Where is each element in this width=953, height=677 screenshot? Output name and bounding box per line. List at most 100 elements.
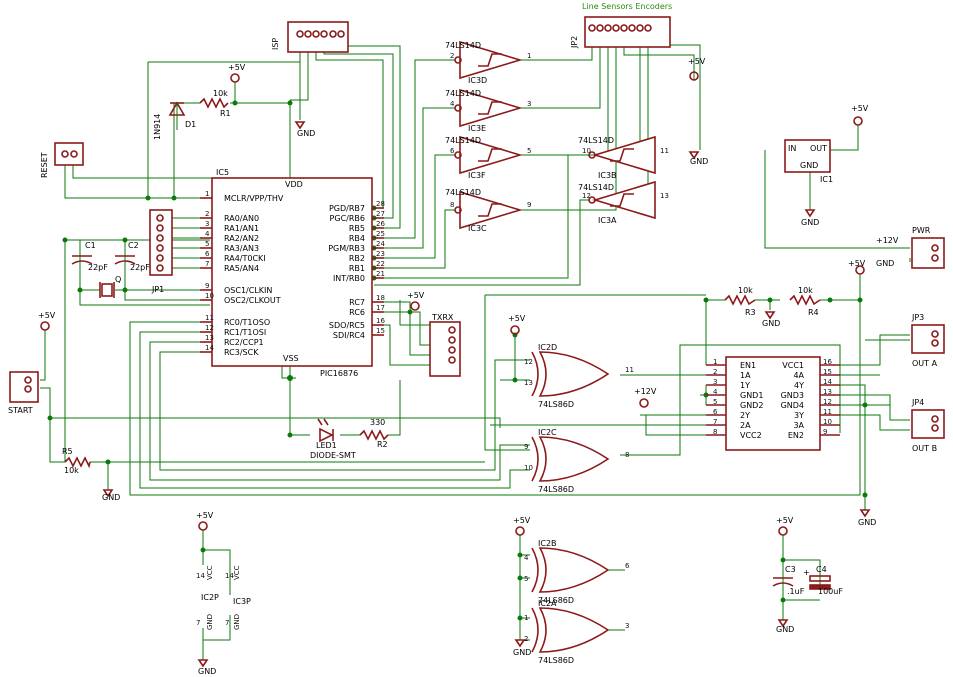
mcu-left-pin-label: RA3/AN3: [224, 244, 259, 253]
gnd-2: GND: [690, 157, 708, 166]
mcu-left-pin-number: 1: [205, 190, 209, 198]
ic2p-power: 14 VCC IC2P 7 GND: [196, 565, 219, 630]
mcu-left-pin-label: OSC1/CLKIN: [224, 286, 272, 295]
ic3d-name: IC3D: [468, 76, 487, 85]
xor-pin-a: 9: [524, 443, 528, 451]
driver-left-pin-label: 1A: [740, 371, 751, 380]
v12-1: +12V: [634, 387, 657, 396]
jp3-header: JP3 OUT A: [911, 313, 945, 368]
resistor-r5: R5 10k: [62, 447, 91, 475]
start-label: START: [8, 406, 33, 415]
ic2p-vcc: VCC: [206, 565, 214, 580]
mcu-part: PIC16876: [320, 369, 358, 378]
r5-name: R5: [62, 447, 73, 456]
r4-name: R4: [808, 308, 819, 317]
xor-pin-y: 6: [625, 562, 630, 570]
driver-left-pin-number: 5: [713, 398, 717, 406]
mcu-right-pin-number: 15: [376, 327, 385, 335]
r2-name: R2: [377, 440, 388, 449]
mcu-left-pin-label: OSC2/CLKOUT: [224, 296, 281, 305]
jp1-header: JP1: [149, 209, 173, 294]
ic3a-part: 74LS14D: [578, 183, 614, 192]
driver-left-pin-number: 2: [713, 368, 717, 376]
ic3f-name: IC3F: [468, 171, 486, 180]
xor-body: [538, 547, 610, 593]
mcu-right-pin-number: 26: [376, 220, 385, 228]
ic2p-gnd: GND: [206, 614, 214, 630]
ic3d-in: 2: [450, 52, 454, 60]
pwr-header: PWR +12V GND: [876, 226, 945, 269]
xor-part: 74LS86D: [538, 485, 574, 494]
crystal-q: Q: [99, 275, 121, 298]
c3-value: .1uF: [787, 587, 805, 596]
ic2p-name: IC2P: [201, 593, 219, 602]
v5-8: +5V: [196, 511, 214, 520]
driver-left-pin-number: 4: [713, 388, 718, 396]
mcu-right-pin-number: 23: [376, 250, 385, 258]
driver-right-pin-number: 15: [823, 368, 832, 376]
xor-name: IC2D: [538, 343, 557, 352]
mcu-left-pin-number: 4: [205, 230, 210, 238]
driver-left-pin-label: GND1: [740, 391, 763, 400]
xor-part: 74LS86D: [538, 656, 574, 665]
txrx-label: TXRX: [431, 313, 454, 322]
r2-value: 330: [370, 418, 385, 427]
driver-left-pin-label: GND2: [740, 401, 763, 410]
inverter-ic3e: 74LS14D IC3E 4 3: [445, 88, 531, 133]
jp1-label: JP1: [151, 285, 164, 294]
xor-back-curve: [531, 351, 539, 397]
mcu-left-pin-label: RC2/CCP1: [224, 338, 264, 347]
mcu-left-pin-number: 7: [205, 260, 209, 268]
mcu-left-pin-number: 10: [205, 292, 214, 300]
ic3e-out: 3: [527, 100, 531, 108]
mcu-right-pin-number: 22: [376, 260, 385, 268]
xor-body: [538, 436, 610, 482]
xor-pin-b: 5: [524, 575, 528, 583]
mcu-right-pin-number: 27: [376, 210, 385, 218]
v5-6: +5V: [508, 314, 526, 323]
pwr-label: PWR: [912, 226, 931, 235]
xor-body: [538, 351, 610, 397]
xor-gates: IC2D74LS86D121311IC2C74LS86D9108IC2B74LS…: [524, 343, 634, 665]
xor-pin-a: 12: [524, 358, 533, 366]
ic3e-part: 74LS14D: [445, 89, 481, 98]
ic3c-name: IC3C: [468, 224, 487, 233]
v5-9: +5V: [513, 516, 531, 525]
ic2p-pin14: 14: [196, 572, 205, 580]
xor-back-curve: [531, 547, 539, 593]
ic3b-name: IC3B: [598, 171, 617, 180]
mcu-left-pin-label: RA5/AN4: [224, 264, 259, 273]
mcu-right-pin-label: RB2: [349, 254, 365, 263]
inverter-ic3a: 74LS14D IC3A 12 13: [578, 180, 669, 225]
jp3-label: JP3: [911, 313, 924, 322]
ic3e-name: IC3E: [468, 124, 486, 133]
gnd-5: GND: [102, 493, 120, 502]
driver-left-pin-number: 8: [713, 428, 717, 436]
r3-name: R3: [745, 308, 756, 317]
mcu-right-pin-label: INT/RB0: [333, 274, 365, 283]
jp4-label: JP4: [911, 398, 924, 407]
driver-right-pin-label: 3Y: [794, 411, 804, 420]
v5-3: +5V: [851, 104, 869, 113]
inverter-ic3d: 74LS14D IC3D 2 1: [445, 40, 531, 85]
mcu-left-pin-label: RA0/AN0: [224, 214, 259, 223]
mcu-right-pin-number: 28: [376, 200, 385, 208]
xor-pin-y: 11: [625, 366, 634, 374]
ic1-name: IC1: [820, 175, 833, 184]
xor-pin-y: 8: [625, 451, 629, 459]
ic1-out: OUT: [810, 144, 827, 153]
xor-part: 74LS86D: [538, 596, 574, 605]
power-symbols: +5V +5V +5V +5V +5V +5V +5V +12V +5V +5V…: [38, 57, 869, 536]
reset-header: RESET: [40, 142, 84, 178]
mcu-left-pin-label: RC0/T1OSO: [224, 318, 270, 327]
gnd-7: GND: [198, 667, 216, 676]
mcu-right-pin-label: RC6: [349, 308, 365, 317]
c4-plus: +: [803, 568, 810, 577]
mcu-left-pins: MCLR/VPP/THV1RA0/AN02RA1/AN13RA2/AN24RA3…: [200, 190, 284, 357]
